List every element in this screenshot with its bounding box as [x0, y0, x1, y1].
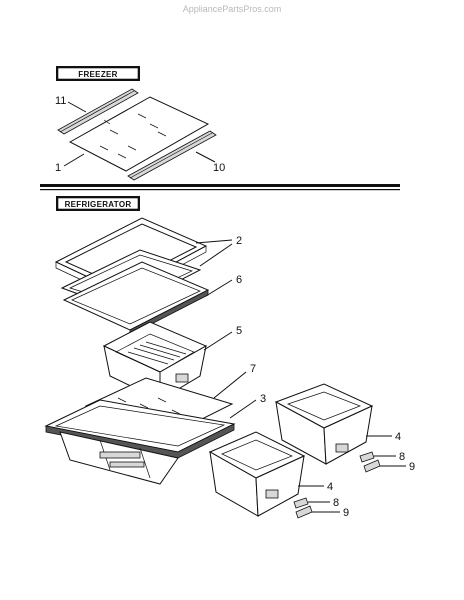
callout-8b: 8 — [333, 497, 339, 509]
leader-3 — [229, 399, 257, 419]
leader-2a — [195, 239, 233, 244]
callout-8a: 8 — [399, 451, 405, 463]
crisper-drawer-left — [208, 431, 306, 517]
refrigerator-label-text: REFRIGERATOR — [65, 200, 132, 209]
leader-10 — [195, 151, 216, 163]
callout-4a: 4 — [395, 431, 401, 443]
crisper-drawer-right — [274, 383, 374, 465]
leader-2b — [199, 243, 233, 267]
callout-4b: 4 — [327, 481, 333, 493]
leader-11 — [67, 101, 87, 113]
callout-9a: 9 — [409, 461, 415, 473]
freezer-section-label: FREEZER — [56, 66, 140, 81]
callout-3: 3 — [260, 393, 266, 405]
drawer-slide-upper — [359, 451, 381, 473]
refrigerator-section-label: REFRIGERATOR — [56, 196, 140, 211]
callout-2: 2 — [236, 235, 242, 247]
callout-6: 6 — [236, 274, 242, 286]
callout-1: 1 — [55, 162, 61, 174]
watermark-text: AppliancePartsPros.com — [183, 4, 282, 14]
freezer-glass-shelf — [68, 96, 210, 172]
drawer-slide-lower — [293, 497, 313, 519]
section-divider — [40, 184, 400, 187]
callout-10: 10 — [213, 162, 225, 174]
callout-9b: 9 — [343, 507, 349, 519]
leader-7 — [213, 371, 247, 399]
section-divider-thin — [40, 189, 400, 191]
leader-5 — [203, 331, 233, 351]
leader-1 — [63, 153, 85, 167]
freezer-label-text: FREEZER — [78, 70, 117, 79]
leader-6 — [205, 279, 233, 297]
callout-5: 5 — [236, 325, 242, 337]
freezer-rear-trim — [127, 130, 217, 181]
crisper-support-frame — [44, 399, 236, 485]
callout-7: 7 — [250, 363, 256, 375]
callout-11: 11 — [55, 95, 66, 107]
freezer-front-trim — [57, 88, 139, 135]
